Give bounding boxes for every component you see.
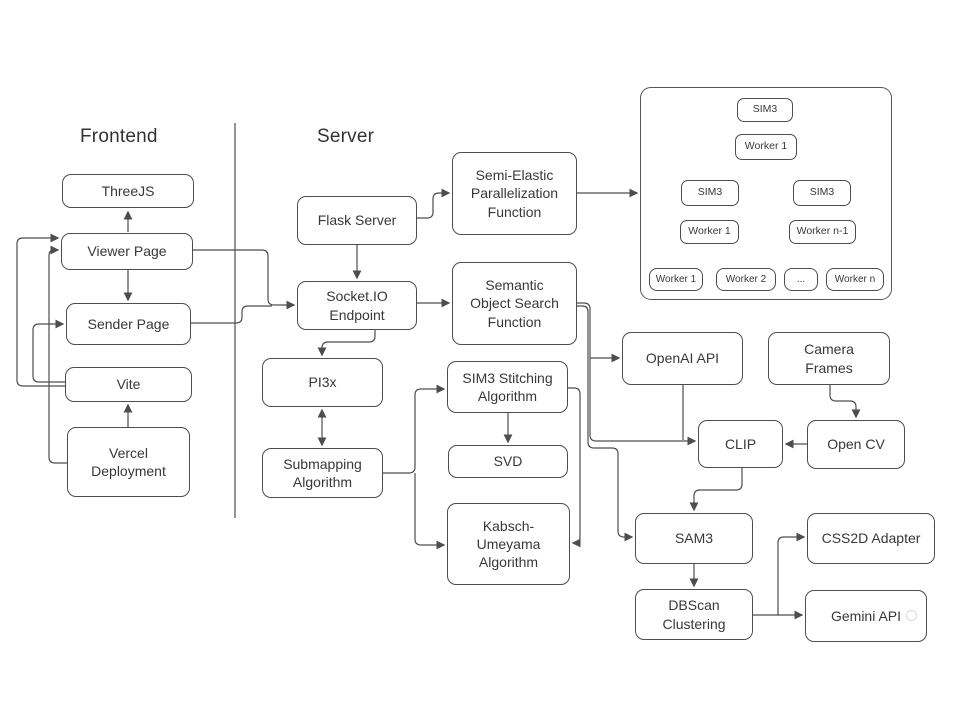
connector-edge bbox=[383, 384, 446, 474]
cluster-node-leaf-worker-2[interactable]: Worker 2 bbox=[716, 268, 776, 291]
cluster-node-leaf-worker-1[interactable]: Worker 1 bbox=[649, 268, 703, 291]
connector-edge bbox=[829, 385, 861, 419]
connector-edge bbox=[48, 245, 67, 464]
node-sam3[interactable]: SAM3 bbox=[635, 513, 753, 564]
cluster-node-right-sim3[interactable]: SIM3 bbox=[793, 180, 851, 206]
cluster-node-leaf-worker-n[interactable]: Worker n bbox=[826, 268, 884, 291]
connector-edge bbox=[191, 305, 272, 324]
node-vercel-deployment[interactable]: Vercel Deployment bbox=[67, 427, 190, 497]
frontend-section-heading: Frontend bbox=[80, 126, 158, 147]
node-clip[interactable]: CLIP bbox=[698, 420, 783, 468]
connector-edge bbox=[777, 532, 806, 615]
node-svd[interactable]: SVD bbox=[448, 445, 568, 478]
node-sim3-stitching-algorithm[interactable]: SIM3 Stitching Algorithm bbox=[447, 361, 568, 413]
node-submapping-algorithm[interactable]: Submapping Algorithm bbox=[262, 448, 383, 498]
connector-edge bbox=[16, 233, 65, 387]
cluster-node-right-worker[interactable]: Worker n-1 bbox=[789, 220, 856, 244]
remote-cursor-ring bbox=[906, 610, 917, 621]
server-section-heading: Server bbox=[317, 126, 375, 147]
node-kabsch-umeyama[interactable]: Kabsch-Umeyama Algorithm bbox=[447, 503, 570, 585]
node-css2d-adapter[interactable]: CSS2D Adapter bbox=[807, 513, 935, 564]
node-dbscan-clustering[interactable]: DBScan Clustering bbox=[635, 589, 753, 640]
connector-edge bbox=[193, 249, 296, 310]
node-socketio-endpoint[interactable]: Socket.IO Endpoint bbox=[297, 281, 417, 330]
node-gemini-api[interactable]: Gemini API bbox=[805, 590, 927, 642]
connector-edge bbox=[414, 473, 446, 550]
node-vite[interactable]: Vite bbox=[65, 367, 192, 402]
cluster-node-root-worker[interactable]: Worker 1 bbox=[735, 134, 797, 160]
node-threejs[interactable]: ThreeJS bbox=[62, 174, 194, 208]
node-open-cv[interactable]: Open CV bbox=[807, 420, 905, 469]
connector-edge bbox=[317, 330, 376, 357]
node-pi3x[interactable]: PI3x bbox=[262, 358, 383, 407]
node-openai-api[interactable]: OpenAI API bbox=[622, 332, 743, 385]
cluster-node-root-sim3[interactable]: SIM3 bbox=[737, 98, 793, 122]
connector-edge bbox=[689, 468, 743, 512]
cluster-node-left-sim3[interactable]: SIM3 bbox=[681, 180, 739, 206]
node-semantic-object-search[interactable]: Semantic Object Search Function bbox=[452, 262, 577, 345]
node-camera-frames[interactable]: Camera Frames bbox=[768, 332, 890, 385]
node-flask-server[interactable]: Flask Server bbox=[297, 196, 417, 245]
node-viewer-page[interactable]: Viewer Page bbox=[61, 233, 193, 270]
cluster-node-leaf-ellipsis[interactable]: ... bbox=[784, 268, 818, 291]
node-sender-page[interactable]: Sender Page bbox=[66, 303, 191, 345]
connector-edge bbox=[417, 188, 451, 219]
connector-edge bbox=[577, 302, 697, 446]
connector-edge bbox=[577, 305, 634, 542]
connector-edge bbox=[568, 387, 581, 548]
connector-edge bbox=[32, 319, 65, 383]
cluster-node-left-worker[interactable]: Worker 1 bbox=[680, 220, 739, 244]
node-semi-elastic-parallelization[interactable]: Semi-Elastic Parallelization Function bbox=[452, 152, 577, 235]
